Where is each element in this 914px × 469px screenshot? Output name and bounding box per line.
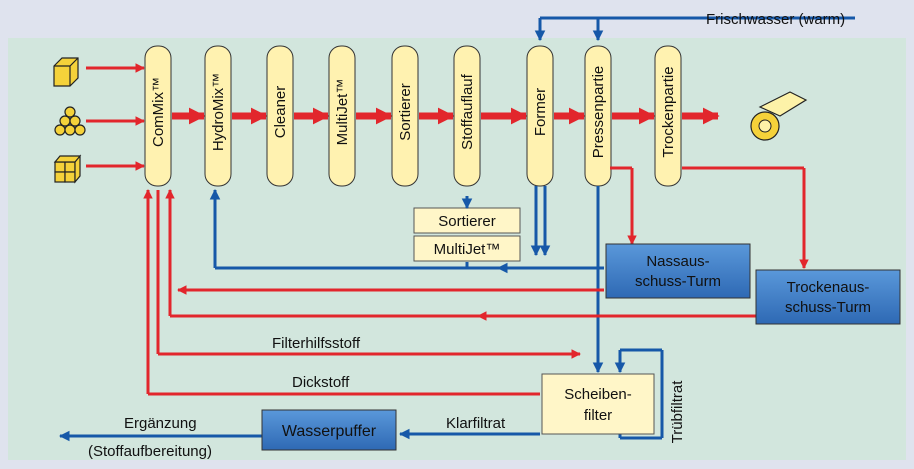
process-unit-9 bbox=[654, 45, 682, 187]
process-unit-label-3: Cleaner bbox=[272, 86, 289, 139]
raw-material-cubes-icon bbox=[53, 154, 82, 184]
fresh-water-label: Frischwasser (warm) bbox=[706, 11, 845, 28]
stoffaufbereitung-label: (Stoffaufbereitung) bbox=[88, 443, 212, 460]
scheibenfilter-label-line2: filter bbox=[584, 407, 612, 424]
process-unit-label-4: MultiJet™ bbox=[334, 79, 351, 146]
raw-material-arrows bbox=[86, 63, 145, 171]
process-unit-7 bbox=[526, 45, 554, 187]
nassausschuss-label-line1: Nassaus- bbox=[646, 253, 709, 270]
process-unit-label-6: Stoffauflauf bbox=[459, 73, 476, 149]
white-water-lines bbox=[58, 186, 664, 442]
dickstoff-label: Dickstoff bbox=[292, 374, 350, 391]
scheibenfilter-label-line1: Scheiben- bbox=[564, 386, 632, 403]
process-unit-1 bbox=[144, 45, 172, 187]
process-unit-label-7: Former bbox=[532, 88, 549, 136]
multijet-small-label: MultiJet™ bbox=[434, 241, 501, 258]
truebfiltrat-label: Trübfiltrat bbox=[669, 380, 686, 444]
process-unit-4 bbox=[328, 45, 356, 187]
broke-lines bbox=[143, 166, 809, 396]
process-unit-label-2: HydroMix™ bbox=[210, 73, 227, 151]
filterhilfsstoff-label: Filterhilfsstoff bbox=[272, 335, 361, 352]
wasserpuffer-box bbox=[261, 409, 397, 451]
nassausschuss-turm-box bbox=[605, 243, 751, 299]
trockenausschuss-turm-box bbox=[755, 269, 901, 325]
trockenausschuss-label-line2: schuss-Turm bbox=[785, 299, 871, 316]
process-unit-label-9: Trockenpartie bbox=[660, 66, 677, 157]
raw-material-bale-icon bbox=[53, 57, 79, 87]
sortierer-small-box bbox=[413, 207, 521, 234]
raw-material-logs-icon bbox=[54, 106, 86, 136]
nassausschuss-label-line2: schuss-Turm bbox=[635, 273, 721, 290]
process-unit-label-5: Sortierer bbox=[397, 83, 414, 141]
ergaenzung-label: Ergänzung bbox=[124, 415, 197, 432]
trockenausschuss-label-line1: Trockenaus- bbox=[787, 279, 870, 296]
sortierer-small-label: Sortierer bbox=[438, 213, 496, 230]
process-unit-label-8: Pressenpartie bbox=[590, 66, 607, 159]
klarfiltrat-label: Klarfiltrat bbox=[446, 415, 506, 432]
multijet-small-box bbox=[413, 235, 521, 262]
process-unit-2 bbox=[204, 45, 232, 187]
process-unit-label-1: ComMix™ bbox=[150, 77, 167, 147]
process-unit-5 bbox=[391, 45, 419, 187]
process-unit-3 bbox=[266, 45, 294, 187]
paper-roll-icon bbox=[750, 91, 808, 141]
wasserpuffer-label: Wasserpuffer bbox=[282, 423, 377, 440]
process-unit-6 bbox=[453, 45, 481, 187]
scheibenfilter-box bbox=[541, 373, 655, 435]
fresh-water-line bbox=[534, 16, 855, 42]
process-units: ComMix™ HydroMix™ Cleaner MultiJet™ Sortiere… bbox=[144, 45, 682, 187]
